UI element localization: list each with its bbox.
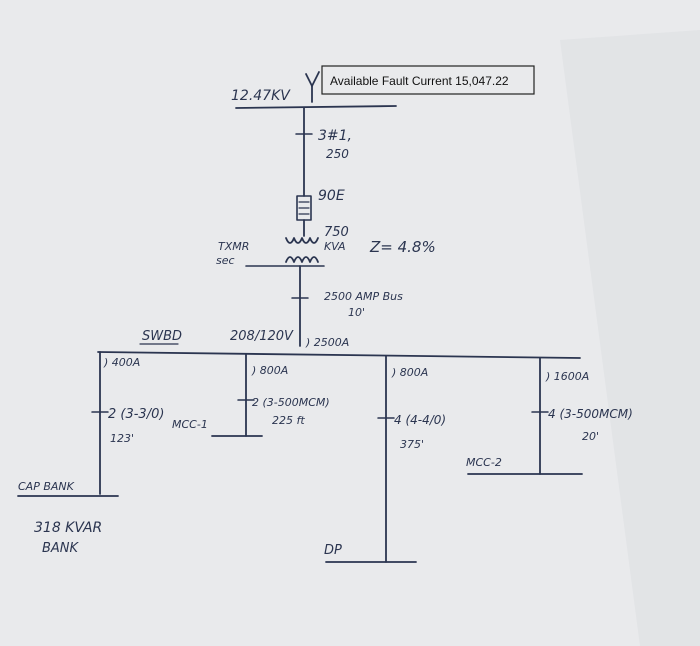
primary-conductor-size: 250 [326,147,349,161]
bus-rating-label: 2500 AMP Bus [324,290,403,303]
mcc1-length-label: 225 ft [272,414,305,427]
primary-conductor-label: 3#1, [318,128,352,144]
cap-bank-label: CAP BANK [18,480,75,493]
switchboard-bus [97,351,581,359]
mcc1-breaker-label: ) 800A [251,364,288,377]
fault-current-label: Available Fault Current 15,047.22 [330,74,509,88]
xfmr-kva-unit: KVA [324,240,346,253]
cap-length-label: 123' [110,432,134,445]
bus-length-label: 10' [348,306,365,319]
mcc2-conductor-label: 4 (3-500MCM) [548,407,633,421]
dp-label: DP [324,543,342,558]
xfmr-kva-value: 750 [324,225,349,240]
cap-conductor-label: 2 (3-3/0) [108,407,164,422]
primary-voltage-label: 12.47KV [231,88,291,104]
main-breaker-label: ) 2500A [305,336,349,349]
primary-bus-line [235,105,397,109]
mcc2-length-label: 20' [582,430,599,443]
fault-current-box [321,65,535,95]
paper-shade [560,30,700,646]
xfmr-impedance-label: Z= 4.8% [369,238,436,256]
xfmr-sec-label-2: sec [216,254,235,267]
cap-rating-unit: BANK [42,541,80,556]
cap-rating-label: 318 KVAR [34,520,102,536]
mcc2-label: MCC-2 [466,456,502,469]
swbd-label: SWBD [142,329,182,344]
wye-symbol [305,71,320,103]
cap-breaker-label: ) 400A [103,356,140,369]
mcc2-breaker-label: ) 1600A [545,370,589,383]
secondary-voltage-label: 208/120V [230,329,294,344]
mcc1-conductor-label: 2 (3-500MCM) [252,396,330,409]
xfmr-sec-label-1: TXMR [218,240,249,253]
dp-conductor-label: 4 (4-4/0) [394,413,446,427]
mcc1-label: MCC-1 [172,418,208,431]
xfmr-primary-coil [285,237,319,244]
dp-length-label: 375' [400,438,424,451]
xfmr-secondary-coil [285,256,319,263]
dp-breaker-label: ) 800A [391,366,428,379]
fuse-rating-label: 90E [318,188,345,204]
